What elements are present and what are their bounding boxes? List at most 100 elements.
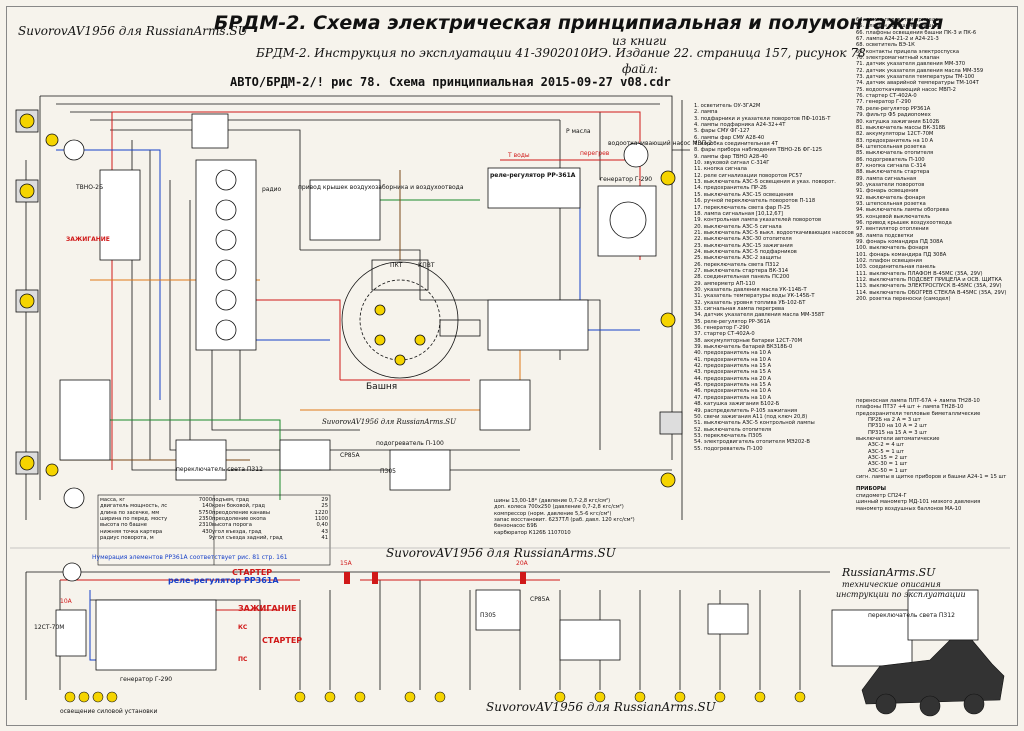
spec-table-cell: радиус поворота, м bbox=[100, 535, 154, 542]
legend-col2-item: 101. фонарь командира ПД 308А bbox=[856, 251, 947, 258]
note-switch-3: АЗС-15 = 2 шт bbox=[868, 455, 908, 462]
legend-col1-item: 21. выключатель АЗС-5 выкл. водооткачива… bbox=[694, 229, 854, 236]
legend-col2-item: 200. розетка переноски (самодел) bbox=[856, 296, 951, 303]
legend-col2-item: 112. выключатель ПОДСВЕТ ПРИЦЕЛА и ОСВ. … bbox=[856, 277, 1002, 284]
legend-col2-item: 96. привод крышек воздухоотвода bbox=[856, 220, 952, 226]
left-lamps bbox=[15, 109, 85, 509]
p100-label: подогреватель П-100 bbox=[376, 440, 444, 447]
tower-label: Башня bbox=[366, 382, 398, 392]
spec-table-cell: угол съезда задний, град bbox=[212, 535, 283, 542]
legend-col2-item: 102. плафон освещения bbox=[856, 258, 922, 265]
legend-col2-item: 85. выключатель отопителя bbox=[856, 150, 934, 157]
legend-col1-item: 33. сигнальная лампа перегрева bbox=[694, 306, 785, 312]
legend-col1-item: 1. осветитель ОУ-3ГА2М bbox=[694, 103, 761, 109]
legend-col1-item: 10. звуковой сигнал С-314Г bbox=[694, 160, 770, 167]
tvno-label: ТВНО-2Б bbox=[76, 184, 104, 191]
fuse-20a-label: 20A bbox=[516, 560, 528, 567]
legend-col2-item: 78. реле-регулятор РР361А bbox=[856, 105, 931, 112]
legend-col1-item: 12. реле сигнализации поворотов РС57 bbox=[694, 172, 803, 179]
legend-col1-item: 28. соединительная панель ПС200 bbox=[694, 274, 790, 281]
tires-line-6: карбюратор К126Б 1107010 bbox=[494, 529, 571, 536]
note-switch-title: выключатели автоматические bbox=[856, 436, 940, 443]
legend-col2-item: 91. фонарь освещения bbox=[856, 188, 919, 195]
instrument-panel bbox=[59, 113, 257, 481]
ignition-label: ЗАЖИГАНИЕ bbox=[66, 236, 110, 243]
spec-table-cell: 1100 bbox=[314, 516, 328, 523]
spec-table-cell: 41 bbox=[321, 535, 328, 542]
relay-regulator bbox=[279, 142, 657, 491]
p305-label: П305 bbox=[380, 468, 396, 475]
spec-table-cell: угол въезда, град bbox=[212, 528, 262, 535]
legend-col1-item: 47. предохранитель на 10 А bbox=[694, 394, 772, 401]
wire-harness-bottom bbox=[25, 571, 830, 700]
legend-col2-item: 65. плафон освещения башни bbox=[856, 23, 939, 30]
legend-col1-item: 53. переключатель П305 bbox=[694, 432, 763, 439]
legend-col2-item: 114. выключатель ОБОГРЕВ СТЕКЛА В-45МС (… bbox=[856, 289, 1007, 296]
radio-label: радио bbox=[262, 186, 282, 193]
legend-col1-item: 54. электродвигатель отопителя МЭ202-В bbox=[694, 439, 810, 446]
device-1: спидометр СП24-Г bbox=[856, 492, 907, 499]
legend-col1-item: 52. выключатель отопителя bbox=[694, 426, 772, 433]
legend-col1-item: 38. аккумуляторные батареи 12СТ-70М bbox=[694, 337, 803, 344]
legend-col1-item: 37. стартер СТ-402А-0 bbox=[694, 331, 755, 338]
legend-col1-item: 42. предохранитель на 15 А bbox=[694, 363, 772, 370]
spec-table-cell: 29 bbox=[321, 497, 328, 503]
tires-line-1: шины 13,00-18* (давление 0,7-2,8 кгс/см²… bbox=[494, 498, 611, 504]
note-lamp-2: плафоны ПТ37 +4 шт + лампа ТН28-10 bbox=[856, 404, 964, 411]
ps-label: ПС bbox=[238, 656, 248, 663]
legend-col1-item: 51. выключатель АЗС-5 контрольной лампы bbox=[694, 420, 815, 427]
kpvt-label: КПВТ bbox=[418, 262, 435, 269]
legend-col1-item: 4. лампы подфарника А24-32+4Т bbox=[694, 122, 786, 129]
legend-col2-item: 68. осветитель ВЭ-1К bbox=[856, 42, 915, 49]
overheat-label: перегрев bbox=[580, 150, 610, 157]
legend-col2-item: 67. лампа А24-21-2 и А24-21-3 bbox=[856, 36, 939, 43]
switch-light-label: переключатель света П312 bbox=[176, 466, 263, 473]
legend-col1-item: 11. кнопка сигнала bbox=[694, 166, 747, 173]
spec-table-cell: крен боковой, град bbox=[212, 503, 266, 510]
spec-table-cell: 5750 bbox=[198, 509, 212, 516]
legend-col2-item: 90. указатели поворотов bbox=[856, 181, 925, 188]
legend-col2-item: 70. электромагнитный клапан bbox=[856, 55, 940, 62]
legend-col1-item: 30. указатель давления масла УК-114Б-Т bbox=[694, 286, 807, 293]
tires-line-2: доп. колеса 700х250 (давление 0,7-2,8 кг… bbox=[494, 504, 624, 511]
legend-col2-item: 111. выключатель ПЛАФОН В-45МС (35А, 29V… bbox=[856, 270, 983, 277]
p305-bottom-label: П305 bbox=[480, 612, 496, 619]
note-switch-1: АЗС-2 = 4 шт bbox=[868, 442, 905, 449]
legend-col1-item: 20. выключатель АЗС-5 сигнала bbox=[694, 223, 782, 230]
relay-regulator-label: реле-регулятор РР-361А bbox=[490, 172, 576, 179]
legend-col2-item: 84. штепсельная розетка bbox=[856, 143, 926, 150]
watermark-bottom: SuvorovAV1956 для RussianArms.SU bbox=[486, 700, 716, 714]
legend-col1-item: 49. распределитель Р-105 зажигания bbox=[694, 407, 798, 414]
spec-table-cell: преодоление канавы bbox=[212, 509, 270, 516]
watermark-small-mid: SuvorovAV1956 для RussianArms.SU bbox=[322, 418, 456, 426]
notes-block: переносная лампа ПЛТ-67А + лампа ТН28-10… bbox=[856, 398, 1016, 512]
t-water-label: Т воды bbox=[508, 152, 530, 159]
pkt-label: ПКТ bbox=[390, 262, 403, 269]
legend-col2-item: 93. штепсельная розетка bbox=[856, 200, 926, 207]
legend-col1-item: 3. подфарники и указатели поворотов ПФ-1… bbox=[694, 115, 831, 122]
note-switch-4: АЗС-30 = 1 шт bbox=[868, 461, 908, 468]
legend-col1-item: 31. указатель температуры воды УК-145Б-Т bbox=[694, 293, 815, 300]
legend-col2-item: 72. датчик указателя давления масла ММ-3… bbox=[856, 67, 984, 74]
legend-col1-item: 55. подогреватель П-100 bbox=[694, 445, 763, 452]
pump-label: водооткачивающий насос МВП-2 bbox=[608, 140, 713, 147]
note-lamp-title: переносная лампа ПЛТ-67А + лампа ТН28-10 bbox=[856, 398, 980, 404]
legend-col2-item: 88. выключатель стартера bbox=[856, 169, 930, 176]
legend-col1-item: 35. реле-регулятор РР-361А bbox=[694, 318, 771, 325]
spec-table-cell: подъем, град bbox=[212, 497, 250, 503]
site-label-top-left: SuvorovAV1956 для RussianArms.SU bbox=[18, 24, 248, 38]
spec-table-cell: 7000 bbox=[198, 497, 212, 503]
legend-col1-item: 15. выключатель АЗС-15 освещения bbox=[694, 191, 794, 198]
legend-col1-item: 27. выключатель стартера ВК-314 bbox=[694, 267, 789, 274]
legend-col2-item: 83. предохранитель на 10 А bbox=[856, 137, 934, 144]
note-fuse-title: предохранители тепловые биметаллические bbox=[856, 410, 981, 417]
spec-table-cell: 43 bbox=[321, 528, 328, 535]
bottom-components bbox=[55, 562, 979, 671]
